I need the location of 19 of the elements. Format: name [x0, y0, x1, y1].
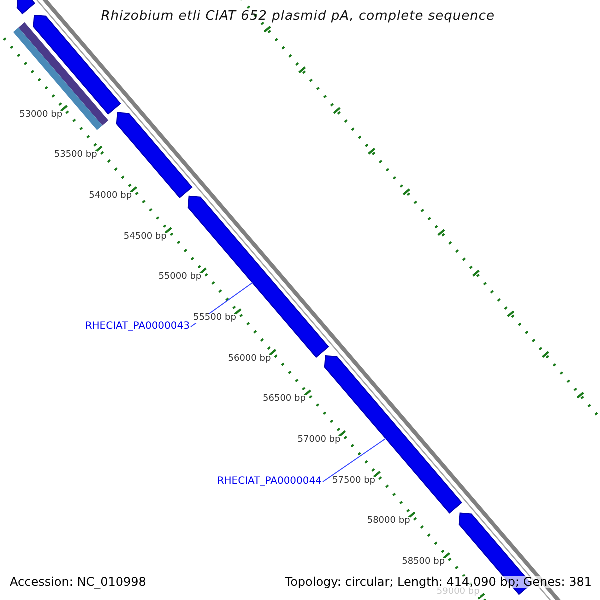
scale-label: 54000 bp — [89, 192, 132, 202]
gene-label: RHECIAT_PA0000043 — [85, 322, 190, 332]
genome-info-text: Topology: circular; Length: 414,090 bp; Genes: 381 — [285, 576, 592, 588]
scale-label: 53500 bp — [54, 151, 98, 160]
diagram-title: Rhizobium etli CIAT 652 plasmid pA, complete sequence — [100, 10, 495, 23]
scale-label: 56500 bp — [263, 395, 306, 404]
scale-label: 57000 bp — [298, 436, 341, 446]
scale-label: 53000 bp — [20, 110, 63, 120]
scale-label: 55000 bp — [158, 273, 202, 282]
scale-label: 54500 bp — [124, 232, 167, 242]
gene-label: RHECIAT_PA0000044 — [217, 477, 322, 487]
scale-label: 57500 bp — [332, 476, 376, 486]
scale-label: 58500 bp — [402, 558, 446, 567]
gene-arrow — [324, 355, 462, 514]
scale-label: 56000 bp — [228, 354, 272, 364]
leader-line — [322, 438, 386, 482]
scale-label: 58000 bp — [367, 517, 410, 526]
accession-text: Accession: NC_010998 — [10, 576, 146, 588]
scale-label: 55500 bp — [193, 314, 236, 324]
